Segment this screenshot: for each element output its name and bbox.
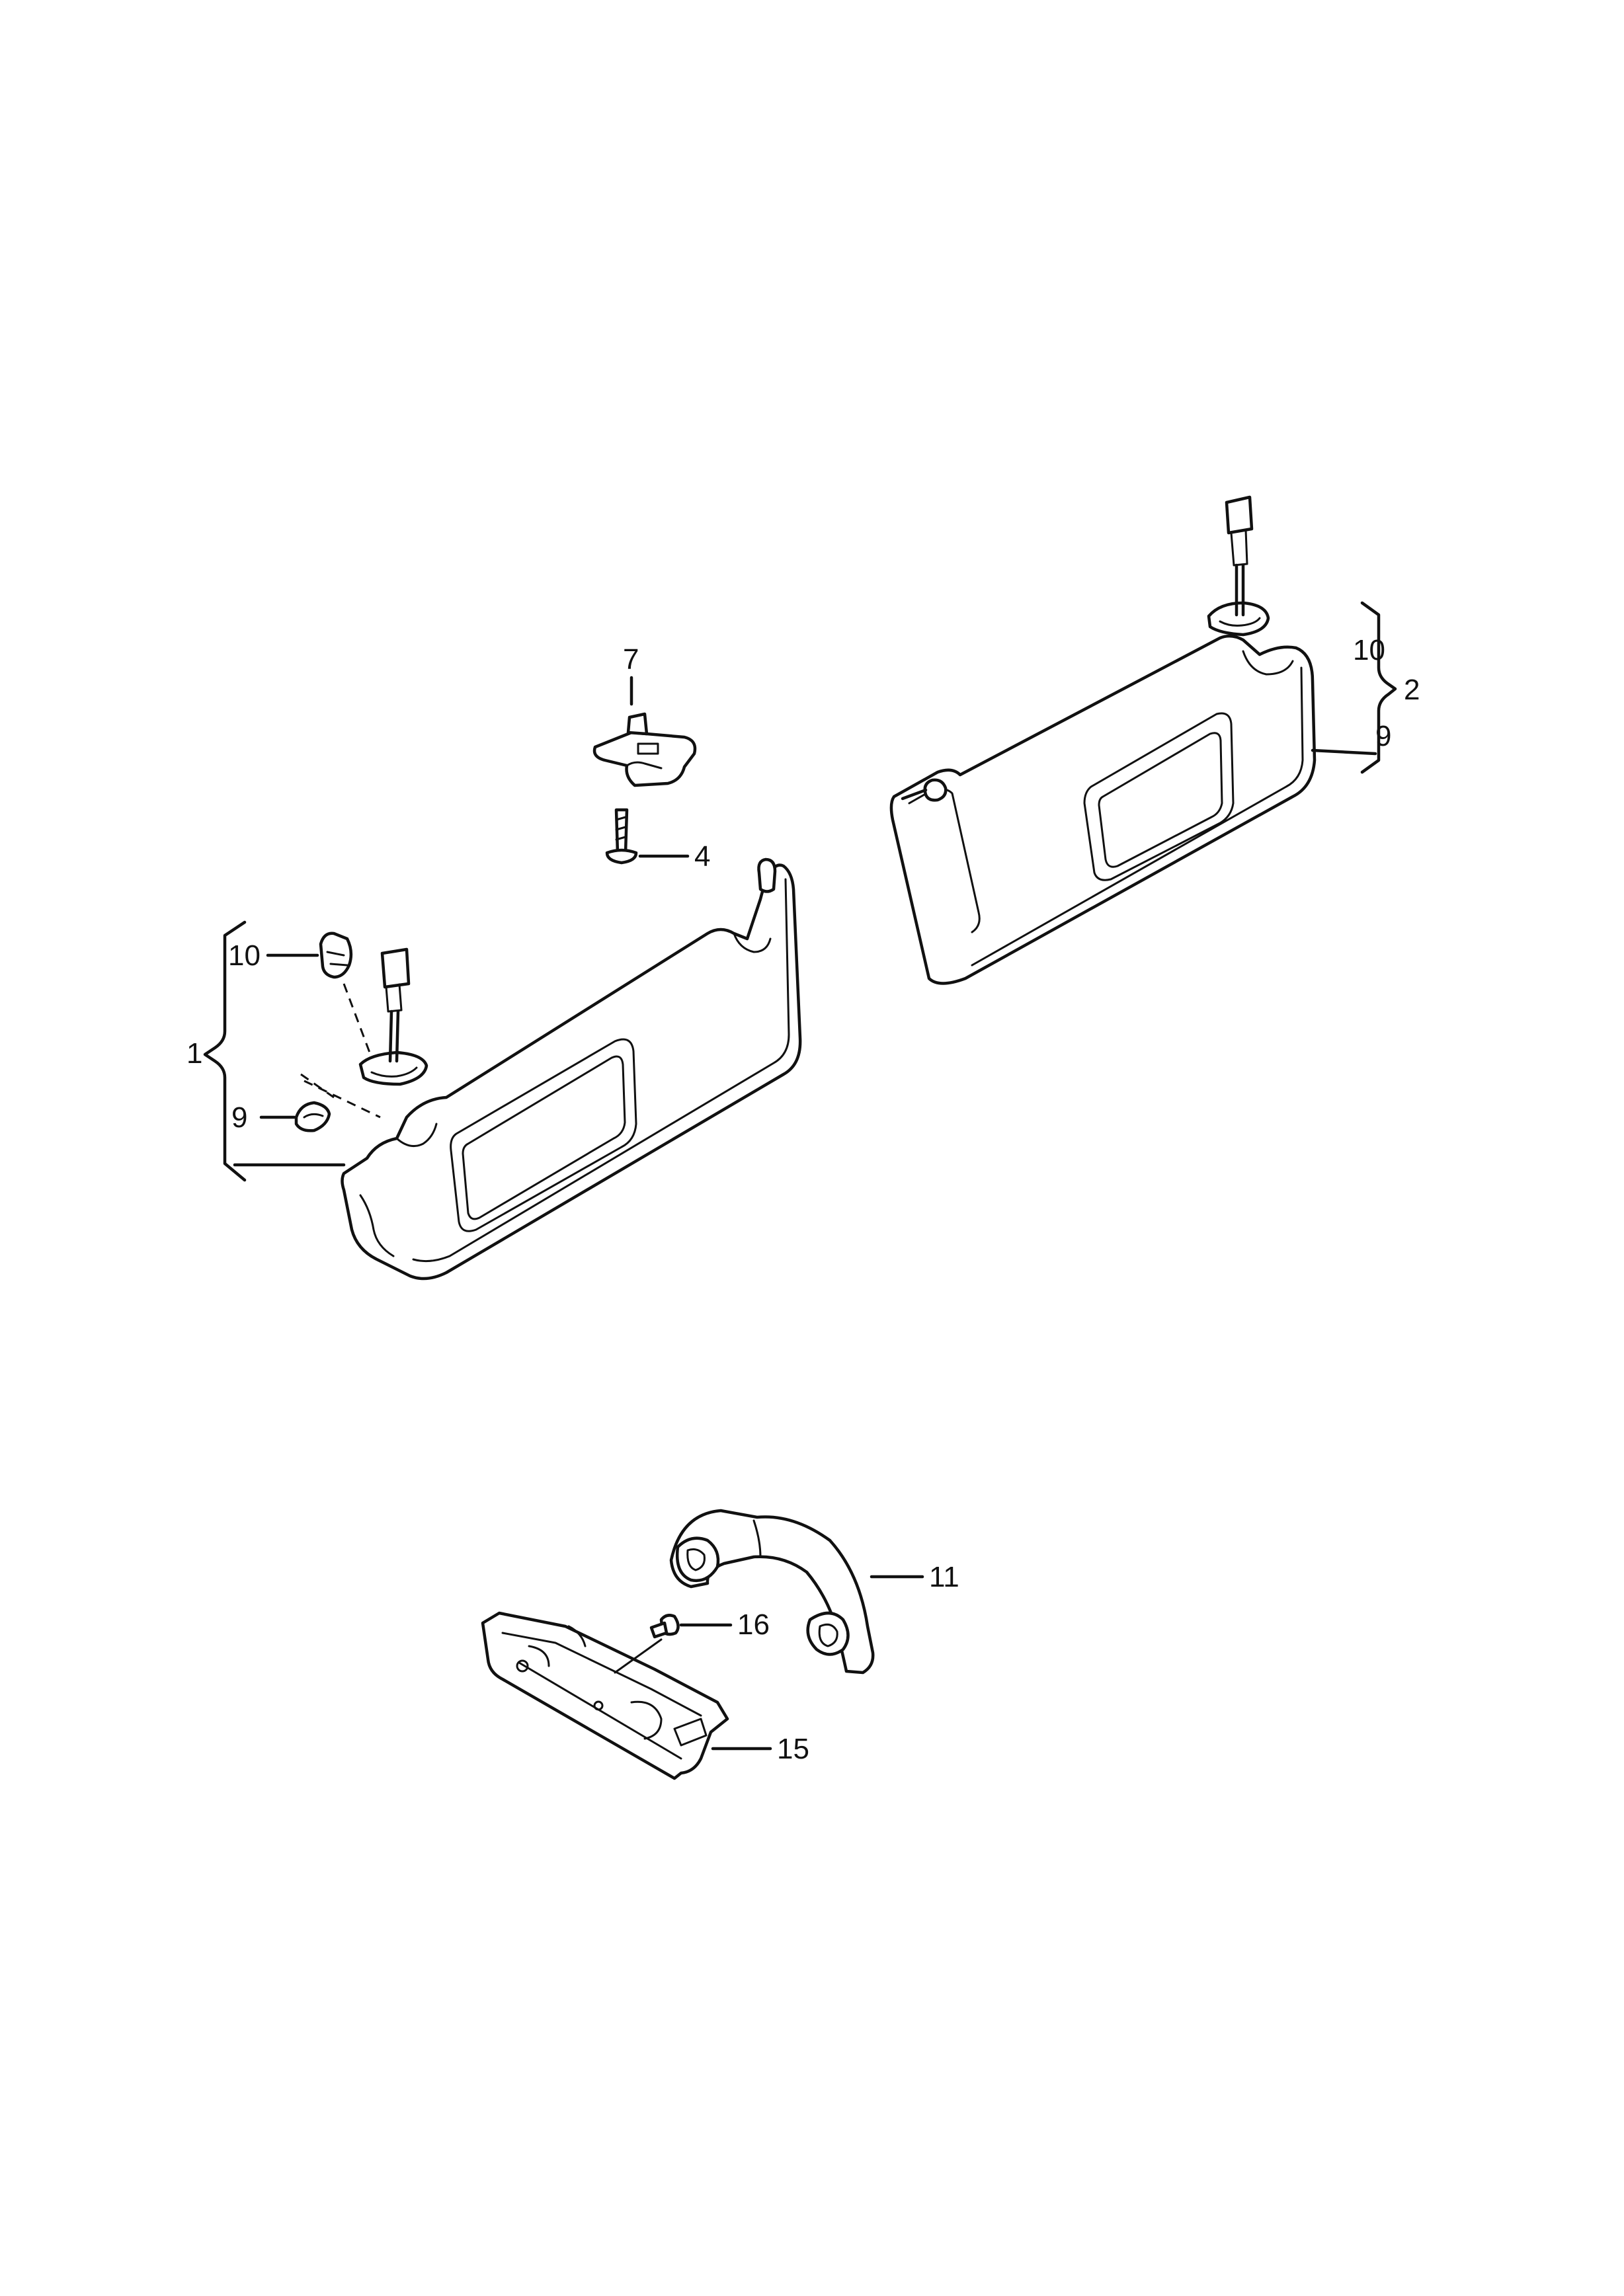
screw-part-4 <box>605 808 690 865</box>
bracket-part-15 <box>481 1611 772 1780</box>
sun-visor-right <box>889 495 1377 985</box>
brace-part-1 <box>203 920 247 1182</box>
screw-part-16 <box>614 1614 733 1674</box>
callout-16: 16 <box>737 1608 770 1641</box>
clip-part-10-left <box>319 931 353 979</box>
callout-4: 4 <box>694 840 710 873</box>
cap-part-9-left <box>294 1101 331 1132</box>
grab-handle-part-11 <box>669 1509 924 1675</box>
callout-7: 7 <box>623 643 639 676</box>
callout-10-left: 10 <box>228 939 261 972</box>
callout-11: 11 <box>929 1561 959 1593</box>
sun-visor-left <box>233 857 802 1281</box>
callout-9-left: 9 <box>231 1101 247 1134</box>
callout-2: 2 <box>1404 674 1420 706</box>
callout-1: 1 <box>186 1037 202 1070</box>
callout-15: 15 <box>777 1733 809 1765</box>
visor-holder-part-7 <box>592 676 697 787</box>
callout-10-right: 10 <box>1353 634 1385 666</box>
brace-part-2 <box>1360 601 1397 774</box>
callout-9-right: 9 <box>1375 720 1391 752</box>
